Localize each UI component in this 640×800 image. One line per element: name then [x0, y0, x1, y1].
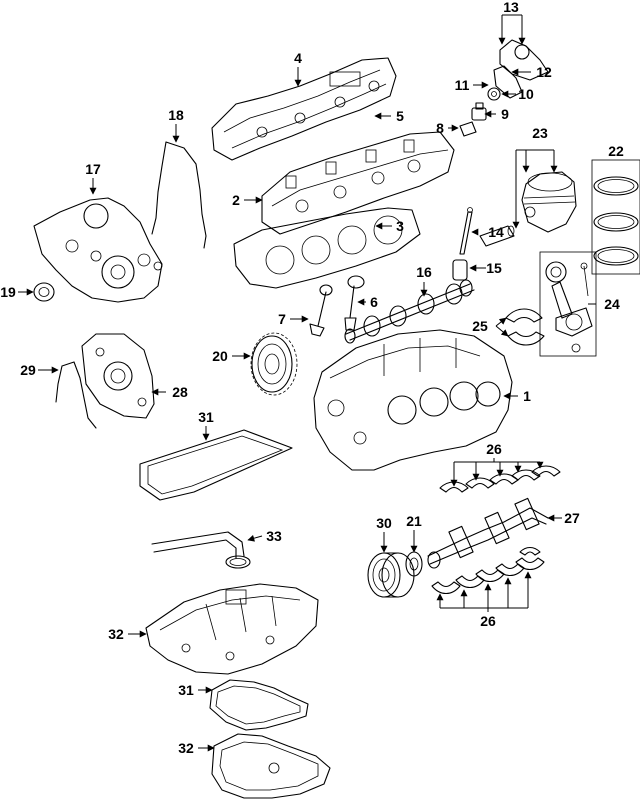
timing-cover-17 — [33, 197, 163, 303]
callout-5: 5 — [396, 108, 404, 124]
pushrod-14 — [459, 207, 473, 255]
valve-6 — [344, 275, 365, 331]
rocker-pivot-10 — [487, 87, 501, 101]
oil-pan-lower-32 — [211, 733, 331, 799]
harmonic-balancer-30 — [367, 552, 415, 598]
callout-31-lower: 31 — [178, 682, 194, 698]
callout-15: 15 — [486, 260, 502, 276]
engine-block-1 — [313, 329, 513, 471]
piston-23 — [521, 171, 577, 233]
callout-13: 13 — [503, 0, 519, 15]
callout-25: 25 — [472, 318, 488, 334]
callout-29: 29 — [20, 362, 36, 378]
connecting-rod-24 — [539, 251, 597, 357]
valve-keeper-8 — [459, 121, 477, 137]
callout-16: 16 — [416, 264, 432, 280]
callout-23: 23 — [532, 125, 548, 141]
callout-22: 22 — [608, 143, 624, 159]
crank-seal-19 — [33, 282, 55, 302]
callout-14: 14 — [488, 224, 504, 240]
callout-10: 10 — [518, 86, 534, 102]
callout-1: 1 — [523, 388, 531, 404]
valve-7 — [309, 284, 333, 337]
callout-9: 9 — [501, 106, 509, 122]
callout-32-upper: 32 — [108, 626, 124, 642]
callout-11: 11 — [455, 77, 470, 93]
oil-pan-gasket-31-upper — [139, 429, 293, 501]
callout-17: 17 — [85, 161, 101, 177]
oil-pan-upper-32 — [145, 583, 319, 675]
callout-labels: 13 12 11 10 9 8 4 5 2 3 18 17 19 23 22 1… — [0, 0, 624, 756]
callout-30: 30 — [376, 515, 392, 531]
main-bearings-lower-26 — [431, 546, 545, 595]
leader-lines — [18, 14, 596, 752]
timing-sprocket-20 — [250, 332, 298, 396]
lash-adjuster-9 — [471, 102, 487, 121]
rod-bearings-25 — [505, 308, 545, 346]
callout-12: 12 — [536, 64, 552, 80]
callout-32-lower: 32 — [178, 740, 194, 756]
piston-rings-22 — [591, 159, 640, 275]
callout-19: 19 — [0, 284, 16, 300]
oil-pan-gasket-31-lower — [209, 679, 309, 731]
callout-7: 7 — [278, 311, 286, 327]
lifter-15 — [452, 259, 468, 281]
callout-2: 2 — [232, 192, 240, 208]
oil-pickup-33 — [151, 531, 251, 569]
head-gasket-3 — [233, 207, 421, 289]
callout-26-upper: 26 — [486, 441, 502, 457]
callout-33: 33 — [266, 528, 282, 544]
callout-21: 21 — [406, 513, 422, 529]
cylinder-head-2 — [261, 131, 455, 235]
callout-6: 6 — [370, 294, 378, 310]
callout-31-upper: 31 — [198, 409, 214, 425]
callout-27: 27 — [564, 510, 580, 526]
piston-pin-23 — [479, 225, 515, 247]
valve-cover-4 — [211, 57, 397, 161]
callout-4: 4 — [294, 50, 302, 66]
callout-20: 20 — [212, 348, 228, 364]
callout-26-lower: 26 — [480, 613, 496, 629]
callout-8: 8 — [436, 120, 444, 136]
callout-18: 18 — [168, 107, 184, 123]
callout-3: 3 — [396, 218, 404, 234]
crankshaft-27 — [427, 497, 549, 569]
front-plate-28 — [81, 333, 155, 419]
callout-28: 28 — [172, 384, 188, 400]
callout-24: 24 — [604, 296, 620, 312]
rocker-arm-assembly — [493, 39, 549, 99]
camshaft-16 — [344, 279, 475, 344]
front-gasket-29 — [55, 361, 97, 429]
front-cover-gasket-18 — [151, 141, 207, 249]
